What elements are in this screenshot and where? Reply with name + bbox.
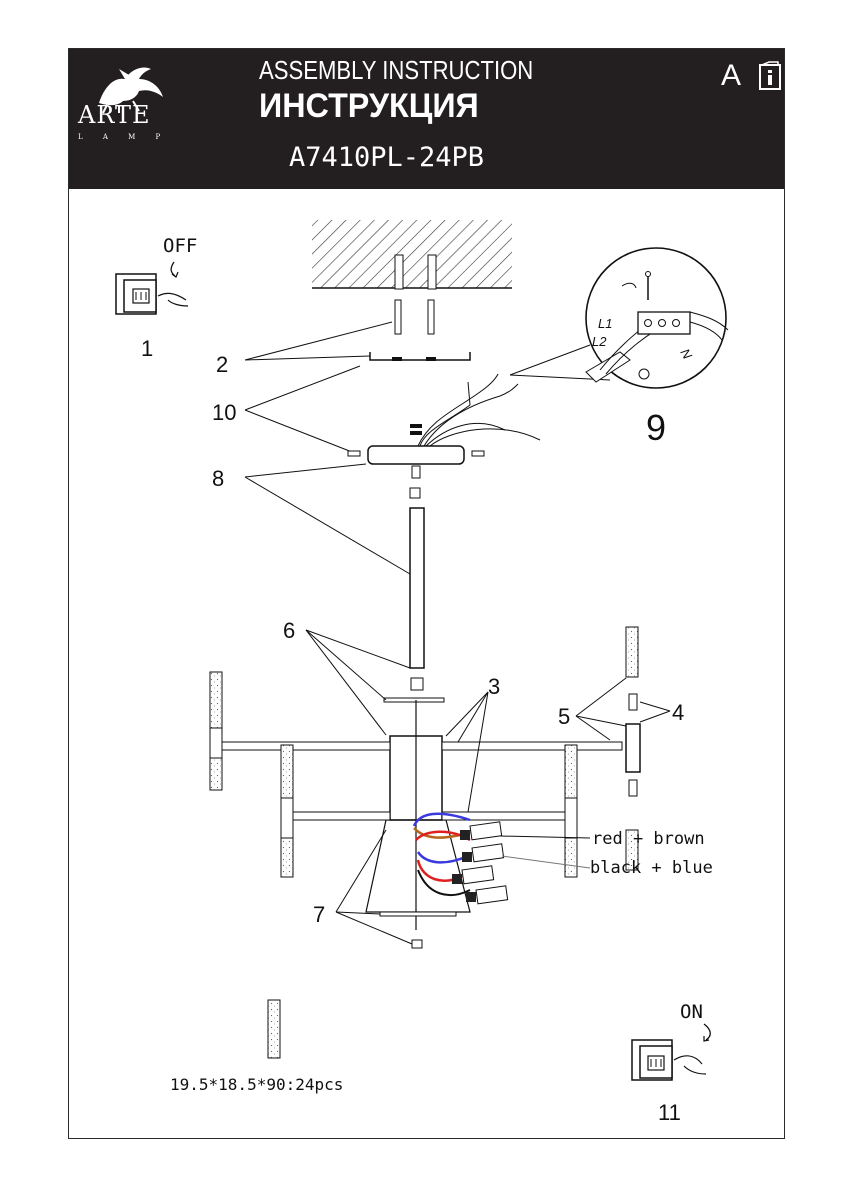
step-3-number: 3 xyxy=(488,674,500,699)
light-arms xyxy=(221,741,623,821)
part-spec-text: 19.5*18.5*90:24pcs xyxy=(170,1075,343,1094)
brand-subtitle: L A M P xyxy=(78,133,170,141)
side-screws: 10 xyxy=(212,365,485,457)
title-english: ASSEMBLY INSTRUCTION xyxy=(259,55,534,85)
model-number: A7410PL-24PB xyxy=(289,142,485,173)
griffin-logo-icon xyxy=(99,67,163,114)
step-4-number: 4 xyxy=(672,700,684,725)
ceiling-surface xyxy=(312,220,512,288)
rod-connectors: 6 xyxy=(283,618,445,736)
step-1-number: 1 xyxy=(141,336,153,361)
wire-connectors: red + brown black + blue xyxy=(412,812,713,905)
title-russian: ИНСТРУКЦИЯ xyxy=(259,87,479,125)
diffuser-part-icon xyxy=(267,999,281,1059)
socket-assembly: 5 4 xyxy=(558,677,684,797)
instruction-sheet: ARTE L A M P ASSEMBLY INSTRUCTION ИНСТРУ… xyxy=(68,48,785,1139)
step-10-number: 10 xyxy=(212,400,236,425)
wire-label-red-brown: red + brown xyxy=(592,829,705,849)
switch-off-icon: OFF 1 xyxy=(115,235,197,361)
wire-label-l1: L1 xyxy=(598,316,612,331)
switch-on-icon: ON 11 xyxy=(631,1001,711,1125)
terminal-block-detail: L1 L2 N 9 xyxy=(509,247,729,448)
mounting-bracket: 2 xyxy=(216,299,471,377)
step-11-number: 11 xyxy=(658,1100,681,1125)
wire-label-black-blue: black + blue xyxy=(590,858,713,878)
step-5-number: 5 xyxy=(558,704,570,729)
step-8-number: 8 xyxy=(212,466,224,491)
bottom-cap: 7 xyxy=(313,829,413,945)
on-label: ON xyxy=(680,1001,703,1023)
brand-name: ARTE xyxy=(78,101,151,129)
header-bar: ARTE L A M P ASSEMBLY INSTRUCTION ИНСТРУ… xyxy=(69,49,784,189)
step-2-number: 2 xyxy=(216,352,228,377)
step-7-number: 7 xyxy=(313,902,325,927)
step-9-number: 9 xyxy=(646,407,666,448)
arm-connectors: 3 xyxy=(445,674,500,813)
info-book-icon xyxy=(759,61,781,90)
step-6-number: 6 xyxy=(283,618,295,643)
wire-label-l2: L2 xyxy=(592,334,607,349)
off-label: OFF xyxy=(163,235,197,257)
diffusers xyxy=(209,626,639,878)
suspension-rod: 8 xyxy=(212,463,425,669)
canopy xyxy=(367,373,541,465)
central-body xyxy=(365,700,471,949)
language-badge: A xyxy=(721,59,742,92)
diffuser-spec: 19.5*18.5*90:24pcs xyxy=(170,999,343,1094)
